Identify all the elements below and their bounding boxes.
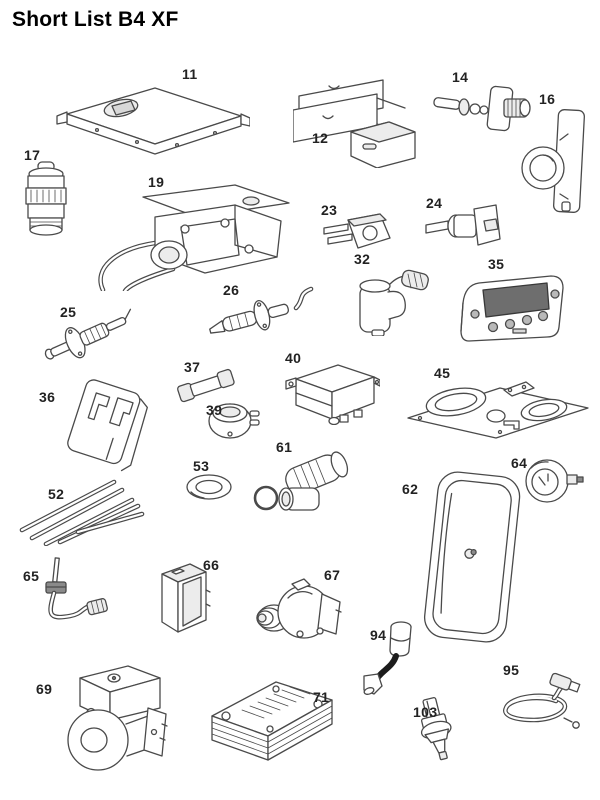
part-number-label-45: 45 (434, 365, 451, 381)
page-title: Short List B4 XF (12, 8, 179, 31)
part-number-label-95: 95 (503, 662, 520, 678)
part-number-label-61: 61 (276, 439, 293, 455)
part-drawing-blower-bracket (520, 106, 586, 218)
part-number-label-62: 62 (402, 481, 419, 497)
part-drawing-cable-harness (486, 668, 584, 734)
part-number-label-32: 32 (354, 251, 371, 267)
part-number-label-67: 67 (324, 567, 341, 583)
part-number-label-26: 26 (223, 282, 240, 298)
part-drawing-glow-pin (204, 286, 314, 346)
part-number-label-65: 65 (23, 568, 40, 584)
part-number-label-12: 12 (312, 130, 329, 146)
part-drawing-glow-plug (34, 306, 142, 368)
part-drawing-dosing-pump (352, 266, 430, 337)
part-number-label-52: 52 (48, 486, 65, 502)
part-number-label-23: 23 (321, 202, 338, 218)
part-drawing-filter-cartridge (18, 160, 74, 238)
part-number-label-71: 71 (313, 689, 330, 705)
part-number-label-36: 36 (39, 389, 56, 405)
part-drawing-control-box (282, 361, 381, 426)
part-drawing-pipe-rod-set (16, 476, 146, 547)
part-number-label-24: 24 (426, 195, 443, 211)
part-drawing-sealing-plug (200, 398, 264, 440)
part-drawing-heat-exchanger (202, 674, 340, 768)
part-drawing-top-cover (55, 84, 251, 156)
part-number-label-17: 17 (24, 147, 41, 163)
part-drawing-sensor-cable (18, 556, 116, 632)
part-number-label-69: 69 (36, 681, 53, 697)
part-drawing-pump-motor (250, 574, 342, 650)
part-drawing-seal-ring (184, 472, 234, 502)
part-number-label-16: 16 (539, 91, 556, 107)
part-drawing-switch (316, 212, 396, 252)
part-number-label-40: 40 (285, 350, 302, 366)
part-drawing-circulation-pump (52, 664, 176, 774)
part-drawing-gauge-cap (521, 455, 585, 505)
part-drawing-access-door (421, 466, 523, 650)
part-number-label-14: 14 (452, 69, 469, 85)
part-drawing-valve-fitting (430, 83, 532, 133)
part-number-label-11: 11 (182, 66, 198, 82)
part-drawing-heater-unit (85, 183, 290, 294)
part-number-label-19: 19 (148, 174, 165, 190)
part-number-label-64: 64 (511, 455, 528, 471)
part-drawing-fuse (174, 368, 238, 404)
part-number-label-25: 25 (60, 304, 77, 320)
part-number-label-94: 94 (370, 627, 387, 643)
part-number-label-37: 37 (184, 359, 201, 375)
part-number-label-66: 66 (203, 557, 220, 573)
part-number-label-35: 35 (488, 256, 505, 272)
part-drawing-elbow-fitting (253, 448, 355, 520)
part-drawing-gasket-set (404, 376, 592, 440)
part-drawing-mounting-bracket (292, 76, 418, 169)
part-drawing-temperature-sensor (424, 203, 502, 247)
part-number-label-53: 53 (193, 458, 210, 474)
part-drawing-ecu-module (58, 376, 156, 480)
part-drawing-control-panel (453, 273, 568, 348)
part-drawing-coolant-sensor (406, 696, 466, 762)
part-drawing-fuel-line (362, 620, 420, 704)
part-number-label-103: 103 (413, 704, 438, 720)
part-drawing-holder-block (150, 562, 212, 637)
part-number-label-39: 39 (206, 402, 223, 418)
